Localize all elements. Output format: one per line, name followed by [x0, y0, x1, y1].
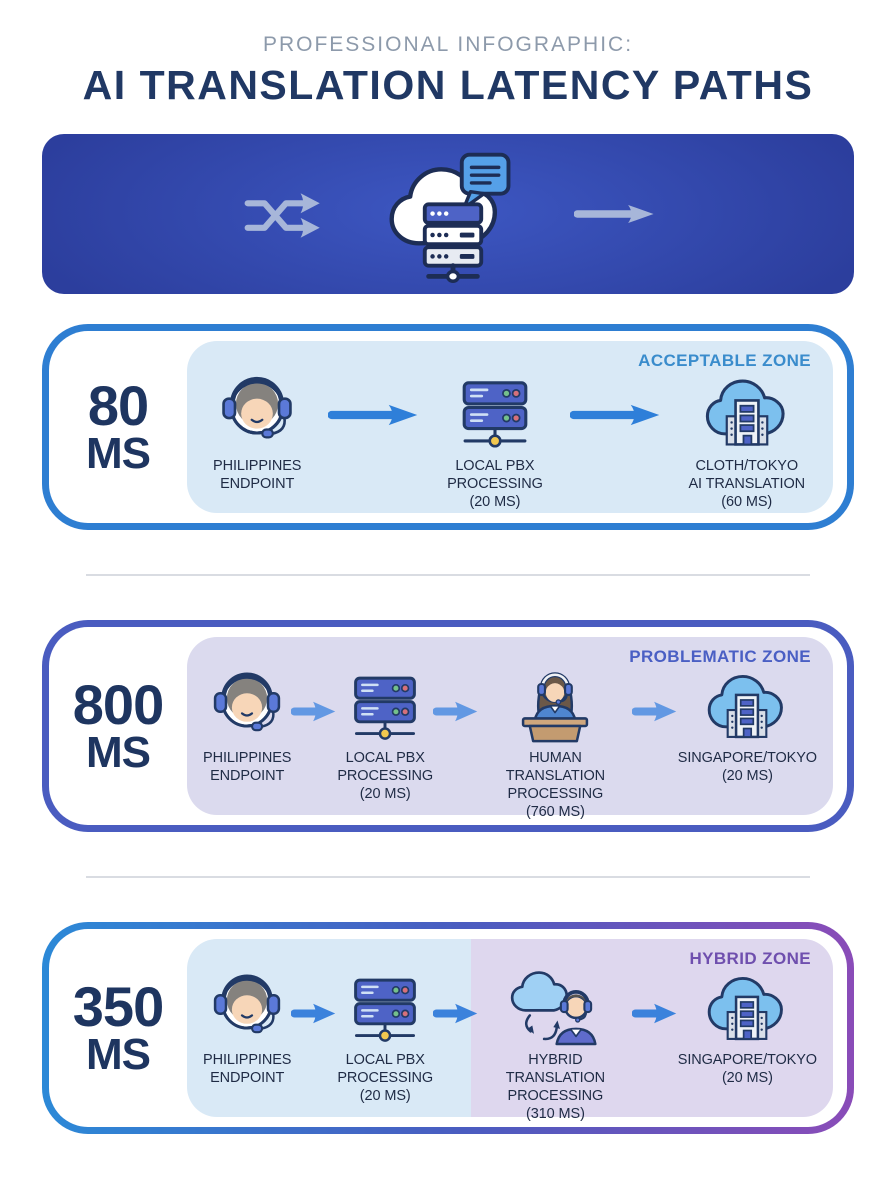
step-hybrid-translation: HYBRID TRANSLATION PROCESSING (310 MS)	[479, 965, 632, 1124]
step-singapore-tokyo: SINGAPORE/TOKYO (20 MS)	[678, 965, 817, 1088]
cloud-building-icon	[703, 367, 791, 455]
flow-arrow-icon	[433, 1002, 479, 1025]
server-stack-icon	[343, 663, 427, 747]
human-translator-icon	[513, 663, 597, 747]
cloud-building-icon	[705, 965, 789, 1049]
step-human-translation: HUMAN TRANSLATION PROCESSING (760 MS)	[479, 663, 632, 822]
flow-arrow-icon	[328, 403, 420, 427]
header: PROFESSIONAL INFOGRAPHIC: AI TRANSLATION…	[0, 0, 896, 109]
flow-arrow-icon	[632, 1002, 678, 1025]
server-stack-icon	[343, 965, 427, 1049]
zone-panel: HYBRID ZONE PHILIPPINES ENDPOINT LOCAL P…	[187, 939, 833, 1122]
section-divider	[86, 876, 810, 878]
steps-row: PHILIPPINES ENDPOINT LOCAL PBX PROCESSIN…	[187, 341, 833, 513]
panel-local-segment	[187, 939, 472, 1117]
step-label: PHILIPPINES ENDPOINT	[203, 750, 292, 784]
latency-unit: MS	[86, 1029, 151, 1079]
cloud-server-chat-icon	[380, 144, 526, 290]
step-philippines-endpoint: PHILIPPINES ENDPOINT	[203, 663, 291, 786]
page-title: AI TRANSLATION LATENCY PATHS	[82, 62, 814, 108]
step-label: LOCAL PBX PROCESSING (20 MS)	[337, 1052, 434, 1104]
arrow-right-icon	[574, 203, 656, 225]
step-label: CLOTH/TOKYO AI TRANSLATION (60 MS)	[688, 458, 805, 510]
headset-person-icon	[213, 367, 301, 455]
latency-total: 800 MS	[49, 673, 187, 777]
zone-problematic-inner: 800 MS PROBLEMATIC ZONE PHILIPPINES ENDP…	[49, 627, 847, 825]
hybrid-translation-icon	[507, 965, 603, 1049]
flow-arrow-icon	[291, 700, 337, 723]
zone-hybrid: 350 MS HYBRID ZONE PHILIPPINES ENDPOINT …	[42, 922, 854, 1134]
step-label: PHILIPPINES ENDPOINT	[213, 458, 302, 492]
zone-acceptable-inner: 80 MS ACCEPTABLE ZONE PHILIPPINES ENDPOI…	[49, 331, 847, 523]
step-ai-translation: CLOTH/TOKYO AI TRANSLATION (60 MS)	[688, 367, 805, 512]
cloud-building-icon	[705, 663, 789, 747]
kicker-text: PROFESSIONAL INFOGRAPHIC:	[262, 33, 634, 56]
step-label: PHILIPPINES ENDPOINT	[203, 1052, 292, 1086]
step-philippines-endpoint: PHILIPPINES ENDPOINT	[213, 367, 301, 494]
latency-unit: MS	[86, 428, 151, 478]
step-label: SINGAPORE/TOKYO (20 MS)	[677, 750, 817, 784]
zone-problematic: 800 MS PROBLEMATIC ZONE PHILIPPINES ENDP…	[42, 620, 854, 832]
step-label: HYBRID TRANSLATION PROCESSING (310 MS)	[505, 1052, 606, 1122]
latency-total: 80 MS	[49, 374, 187, 478]
flow-arrow-icon	[632, 700, 678, 723]
zone-label: PROBLEMATIC ZONE	[629, 647, 811, 666]
zone-acceptable: 80 MS ACCEPTABLE ZONE PHILIPPINES ENDPOI…	[42, 324, 854, 530]
step-label: HUMAN TRANSLATION PROCESSING (760 MS)	[505, 750, 606, 820]
latency-total: 350 MS	[49, 975, 187, 1079]
latency-value: 80	[87, 374, 149, 437]
step-local-pbx: LOCAL PBX PROCESSING (20 MS)	[447, 367, 543, 512]
headset-person-icon	[205, 663, 289, 747]
shuffle-icon	[240, 175, 332, 253]
step-local-pbx: LOCAL PBX PROCESSING (20 MS)	[337, 965, 433, 1106]
step-label: LOCAL PBX PROCESSING (20 MS)	[447, 458, 543, 510]
zone-label: ACCEPTABLE ZONE	[638, 351, 811, 370]
steps-row: PHILIPPINES ENDPOINT LOCAL PBX PROCESSIN…	[187, 939, 833, 1122]
flow-arrow-icon	[433, 700, 479, 723]
latency-value: 350	[72, 975, 164, 1038]
steps-row: PHILIPPINES ENDPOINT LOCAL PBX PROCESSIN…	[187, 637, 833, 820]
step-label: LOCAL PBX PROCESSING (20 MS)	[337, 750, 434, 802]
zone-hybrid-inner: 350 MS HYBRID ZONE PHILIPPINES ENDPOINT …	[49, 929, 847, 1127]
step-singapore-tokyo: SINGAPORE/TOKYO (20 MS)	[678, 663, 817, 786]
step-local-pbx: LOCAL PBX PROCESSING (20 MS)	[337, 663, 433, 804]
flow-arrow-icon	[570, 403, 662, 427]
zone-label: HYBRID ZONE	[689, 949, 811, 968]
flow-arrow-icon	[291, 1002, 337, 1025]
server-stack-icon	[451, 367, 539, 455]
latency-value: 800	[72, 673, 164, 736]
zone-panel: PROBLEMATIC ZONE PHILIPPINES ENDPOINT LO…	[187, 637, 833, 820]
section-divider	[86, 574, 810, 576]
step-label: SINGAPORE/TOKYO (20 MS)	[677, 1052, 817, 1086]
step-philippines-endpoint: PHILIPPINES ENDPOINT	[203, 965, 291, 1088]
hero-banner	[42, 134, 854, 294]
zone-panel: ACCEPTABLE ZONE PHILIPPINES ENDPOINT LOC…	[187, 341, 833, 513]
headset-person-icon	[205, 965, 289, 1049]
latency-unit: MS	[86, 727, 151, 777]
